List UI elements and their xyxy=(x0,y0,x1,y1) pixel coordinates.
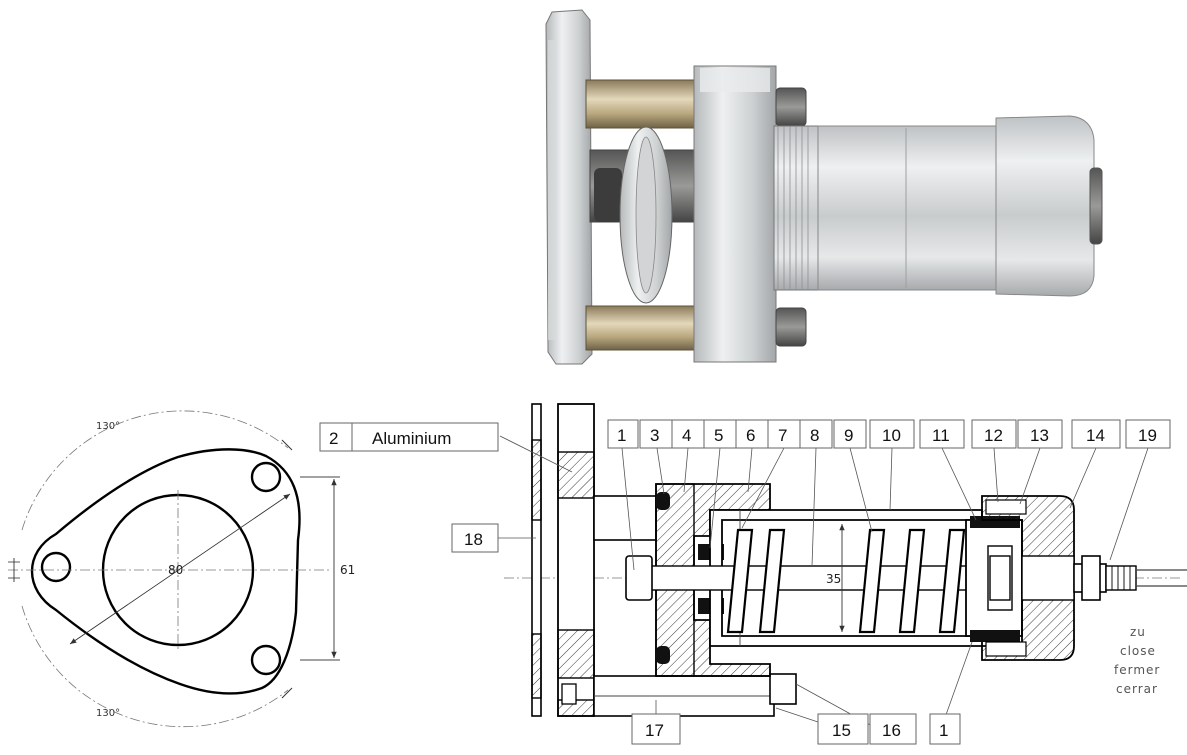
flange-drawing xyxy=(8,410,340,728)
note-line-1: zu xyxy=(1130,625,1146,639)
callout-top-7: 7 xyxy=(778,426,787,445)
callouts-top: 1 3 4 5 6 7 8 9 10 11 12 13 14 19 xyxy=(607,419,1171,449)
callout-top-13: 13 xyxy=(1030,426,1049,445)
callout-material: 2 Aluminium xyxy=(319,422,499,452)
callout-top-10: 10 xyxy=(882,426,901,445)
callout-top-19: 19 xyxy=(1138,426,1157,445)
callouts-bottom: 17 15 16 1 xyxy=(631,713,961,745)
flange-angle-bottom: 130° xyxy=(96,708,120,719)
callout-top-12: 12 xyxy=(984,426,1003,445)
flange-diameter: 80 xyxy=(168,563,183,577)
callout-bottom-1: 1 xyxy=(939,721,948,740)
callout-top-3: 3 xyxy=(650,426,659,445)
flange-height: 61 xyxy=(340,563,355,577)
callout-material-name: Aluminium xyxy=(372,429,451,448)
callout-18: 18 xyxy=(464,530,483,549)
direction-note: zu close fermer cerrar xyxy=(1114,625,1160,696)
assembly-photo xyxy=(545,9,1103,365)
note-line-3: fermer xyxy=(1114,663,1160,677)
note-line-2: close xyxy=(1120,644,1156,658)
leader-lines xyxy=(498,435,1149,729)
callout-material-number: 2 xyxy=(329,429,338,448)
callout-top-6: 6 xyxy=(746,426,755,445)
callout-top-9: 9 xyxy=(844,426,853,445)
callout-left: 18 xyxy=(451,523,499,553)
callout-top-11: 11 xyxy=(932,426,950,445)
note-line-4: cerrar xyxy=(1116,682,1158,696)
callout-top-1: 1 xyxy=(617,426,626,445)
callout-top-4: 4 xyxy=(682,426,691,445)
callout-bottom-17: 17 xyxy=(645,721,664,740)
section-drawing xyxy=(504,403,1187,717)
flange-angle-top: 130° xyxy=(96,421,120,432)
bore-dimension: 35 xyxy=(826,572,841,586)
callout-bottom-16: 16 xyxy=(882,721,901,740)
callout-top-8: 8 xyxy=(810,426,819,445)
callout-top-5: 5 xyxy=(714,426,723,445)
callout-bottom-15: 15 xyxy=(832,721,851,740)
callout-top-14: 14 xyxy=(1086,426,1105,445)
